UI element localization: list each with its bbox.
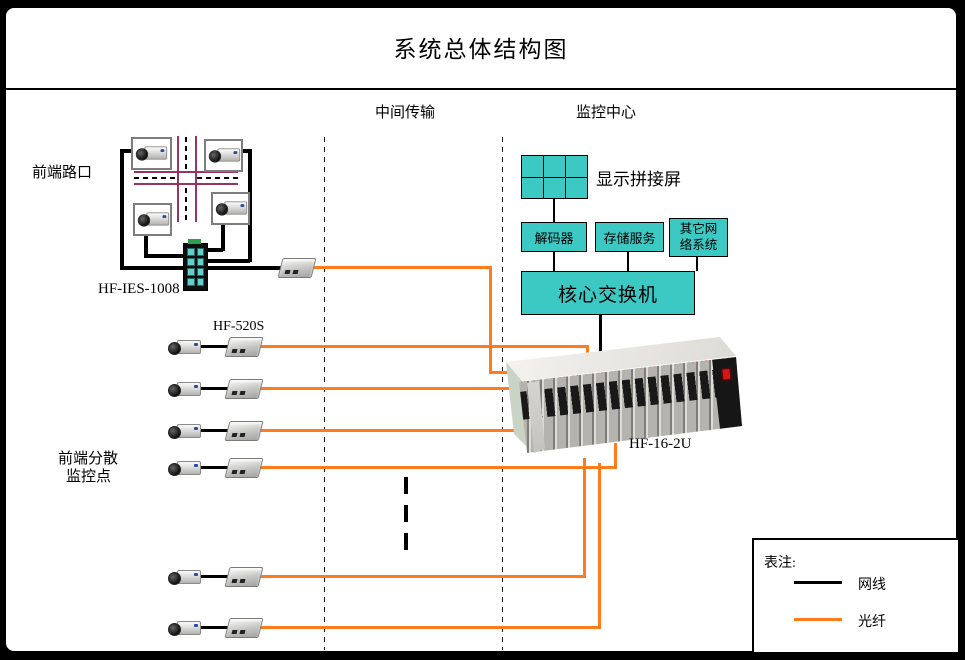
network-cable — [120, 149, 124, 270]
section-label-monitor-center: 监控中心 — [576, 105, 637, 121]
network-cable — [144, 230, 148, 257]
network-cable — [198, 429, 228, 432]
road-centerline — [197, 177, 238, 179]
road-edge — [134, 183, 238, 185]
legend-box: 表注: 网线 光纤 — [752, 538, 960, 654]
media-converter-icon — [224, 458, 264, 478]
road-edge — [177, 136, 179, 222]
road-edge — [195, 136, 197, 222]
network-cable — [120, 149, 136, 153]
section-label-transmission: 中间传输 — [375, 105, 436, 121]
decoder-label: 解码器 — [534, 230, 574, 246]
fiber-line — [256, 345, 589, 348]
camera-icon — [215, 199, 248, 216]
network-cable — [198, 466, 228, 469]
media-converter-icon — [277, 258, 317, 278]
media-converter-icon — [224, 379, 264, 399]
network-cable — [204, 259, 250, 263]
camera-icon — [168, 380, 201, 397]
display-wall-icon — [521, 155, 588, 199]
legend-network-cable-swatch — [794, 581, 842, 584]
road-centerline — [134, 177, 176, 179]
fiber-line — [256, 387, 515, 390]
camera-icon — [208, 146, 241, 163]
connector-line — [627, 250, 629, 271]
connector-line — [553, 197, 555, 222]
network-cable — [144, 254, 185, 258]
scattered-label-line1: 前端分散 — [58, 451, 119, 467]
network-cable — [204, 248, 223, 252]
page-title: 系统总体结构图 — [393, 37, 569, 62]
camera-icon — [168, 338, 201, 355]
fiber-line — [256, 575, 586, 578]
other-network-label: 其它网络系统 — [679, 221, 718, 252]
camera-icon — [135, 144, 168, 161]
fiber-line — [256, 626, 601, 629]
industrial-switch-icon — [183, 239, 208, 291]
legend-title: 表注: — [764, 556, 796, 571]
intersection-camera — [204, 139, 243, 172]
media-converter-icon — [224, 421, 264, 441]
intersection-camera — [133, 203, 172, 236]
scattered-label-line2: 监控点 — [66, 469, 112, 485]
ellipsis-dashes — [404, 477, 408, 555]
network-cable — [198, 575, 228, 578]
network-cable — [198, 387, 228, 390]
fiber-line — [256, 466, 617, 469]
core-switch-label: 核心交换机 — [557, 284, 658, 306]
road-edge — [134, 171, 238, 173]
road-centerline — [185, 137, 187, 169]
network-cable — [198, 345, 228, 348]
legend-network-cable-label: 网线 — [858, 578, 886, 593]
front-intersection-label: 前端路口 — [32, 165, 93, 181]
network-cable — [248, 149, 252, 262]
fiber-line — [598, 463, 601, 629]
display-wall-label: 显示拼接屏 — [596, 170, 681, 189]
camera-icon — [168, 619, 201, 636]
media-converter-icon — [224, 337, 264, 357]
camera-icon — [168, 459, 201, 476]
boundary-dashed-line-left — [324, 137, 325, 650]
connector-line — [553, 250, 555, 271]
network-cable — [237, 149, 251, 153]
other-network-box: 其它网络系统 — [669, 218, 728, 257]
rack-chassis-icon — [490, 330, 760, 465]
boundary-dashed-line-right — [502, 137, 503, 650]
legend-fiber-label: 光纤 — [858, 615, 886, 630]
camera-icon — [168, 422, 201, 439]
fiber-line — [256, 429, 534, 432]
core-to-rack-cable — [599, 313, 602, 359]
road-centerline — [185, 188, 187, 222]
fiber-line — [489, 266, 492, 373]
network-cable — [198, 626, 228, 629]
media-converter-icon — [224, 567, 264, 587]
connector-line — [696, 255, 698, 271]
media-converter-icon — [224, 618, 264, 638]
fiber-line — [489, 371, 517, 374]
legend-fiber-swatch — [794, 618, 842, 621]
rack-model-label: HF-16-2U — [629, 436, 692, 452]
switch-model-label: HF-IES-1008 — [98, 281, 180, 297]
decoder-box: 解码器 — [521, 222, 587, 252]
fiber-line — [614, 443, 617, 468]
intersection-camera — [131, 137, 172, 170]
core-switch-box: 核心交换机 — [521, 271, 695, 315]
network-cable — [221, 221, 225, 251]
camera-icon — [137, 210, 170, 227]
fiber-line — [310, 266, 492, 269]
converter-model-label: HF-520S — [213, 319, 265, 334]
storage-label: 存储服务 — [603, 230, 656, 246]
fiber-line — [583, 458, 586, 578]
storage-box: 存储服务 — [595, 222, 664, 252]
intersection-camera — [211, 192, 250, 225]
title-band: 系统总体结构图 — [4, 6, 958, 90]
camera-icon — [168, 568, 201, 585]
